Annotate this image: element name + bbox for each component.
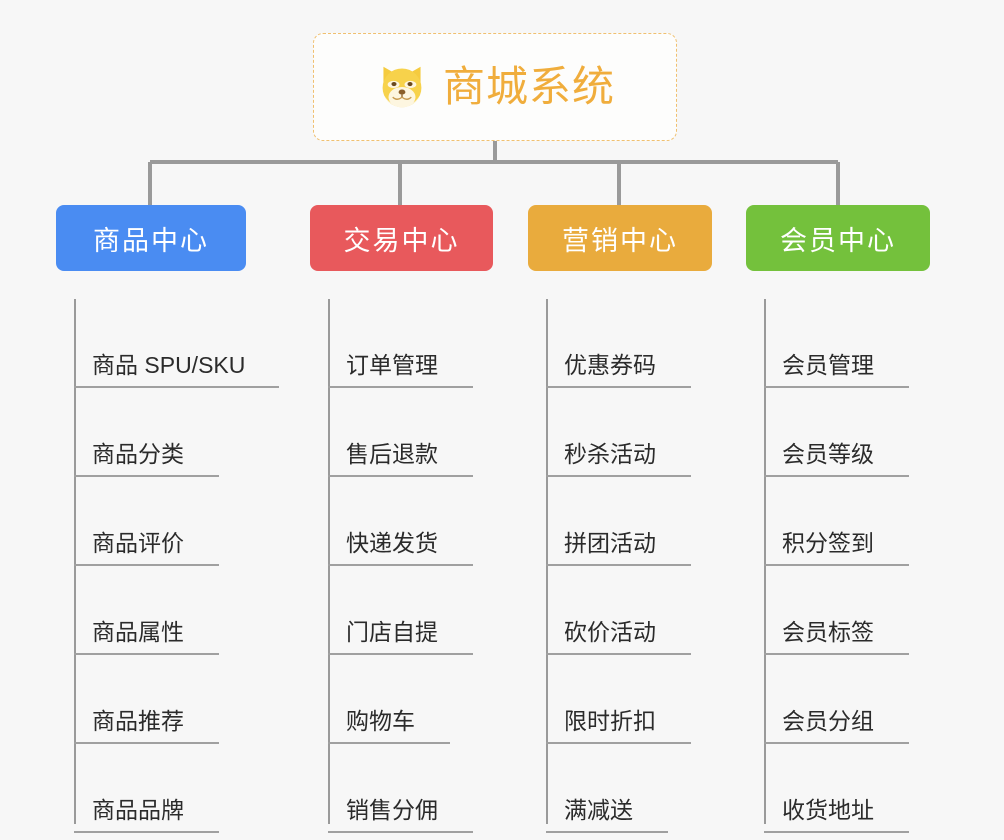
leaf-underline: [546, 564, 691, 566]
list-item[interactable]: 商品属性: [56, 566, 246, 655]
leaf-label: 收货地址: [782, 796, 874, 823]
list-item[interactable]: 商品分类: [56, 388, 246, 477]
leaf-underline: [546, 386, 691, 388]
branch-column-marketing-center: 营销中心 优惠券码 秒杀活动 拼团活动 砍价活动 限时折扣: [528, 205, 712, 833]
leaf-label: 会员标签: [782, 618, 874, 645]
leaf-underline: [764, 386, 909, 388]
leaf-underline: [764, 564, 909, 566]
leaf-underline: [74, 653, 219, 655]
branch-column-member-center: 会员中心 会员管理 会员等级 积分签到 会员标签 会员分组: [746, 205, 930, 833]
list-item[interactable]: 订单管理: [310, 299, 493, 388]
leaf-label: 商品分类: [92, 440, 184, 467]
leaf-underline: [74, 831, 219, 833]
leaf-label: 门店自提: [346, 618, 438, 645]
leaf-label: 商品推荐: [92, 707, 184, 734]
list-item[interactable]: 销售分佣: [310, 744, 493, 833]
leaf-label: 拼团活动: [564, 529, 656, 556]
leaf-underline: [328, 653, 473, 655]
leaf-label: 会员分组: [782, 707, 874, 734]
list-item[interactable]: 商品 SPU/SKU: [56, 299, 279, 388]
list-item[interactable]: 门店自提: [310, 566, 493, 655]
leaf-underline: [74, 564, 219, 566]
branch-column-product-center: 商品中心 商品 SPU/SKU 商品分类 商品评价 商品属性 商品推荐: [56, 205, 279, 833]
leaf-label: 商品品牌: [92, 796, 184, 823]
leaf-label: 售后退款: [346, 440, 438, 467]
list-item[interactable]: 会员管理: [746, 299, 930, 388]
leaf-label: 限时折扣: [564, 707, 656, 734]
list-item[interactable]: 积分签到: [746, 477, 930, 566]
leaf-underline: [764, 475, 909, 477]
leaf-label: 购物车: [346, 707, 415, 734]
leaf-label: 优惠券码: [564, 351, 656, 378]
branch-label: 商品中心: [93, 225, 209, 256]
branch-column-trade-center: 交易中心 订单管理 售后退款 快递发货 门店自提 购物车: [310, 205, 493, 833]
leaf-label: 销售分佣: [346, 796, 438, 823]
leaf-underline: [546, 653, 691, 655]
branch-header-member-center[interactable]: 会员中心: [746, 205, 930, 271]
list-item[interactable]: 满减送: [528, 744, 712, 833]
list-item[interactable]: 优惠券码: [528, 299, 712, 388]
list-item[interactable]: 拼团活动: [528, 477, 712, 566]
root-node[interactable]: 商城系统: [313, 33, 677, 141]
leaf-label: 会员等级: [782, 440, 874, 467]
list-item[interactable]: 会员等级: [746, 388, 930, 477]
dog-face-icon: [375, 60, 429, 114]
list-item[interactable]: 会员分组: [746, 655, 930, 744]
leaf-label: 积分签到: [782, 529, 874, 556]
leaf-underline: [546, 831, 668, 833]
leaf-underline: [74, 475, 219, 477]
list-item[interactable]: 购物车: [310, 655, 493, 744]
leaf-list-trade-center: 订单管理 售后退款 快递发货 门店自提 购物车 销售分佣: [310, 299, 493, 833]
leaf-list-product-center: 商品 SPU/SKU 商品分类 商品评价 商品属性 商品推荐 商品品牌: [56, 299, 279, 833]
branch-label: 交易中心: [343, 225, 460, 256]
list-item[interactable]: 限时折扣: [528, 655, 712, 744]
list-item[interactable]: 商品推荐: [56, 655, 246, 744]
leaf-underline: [328, 742, 450, 744]
branch-header-marketing-center[interactable]: 营销中心: [528, 205, 712, 271]
leaf-label: 商品 SPU/SKU: [92, 351, 246, 378]
leaf-label: 快递发货: [346, 529, 438, 556]
leaf-label: 砍价活动: [564, 618, 656, 645]
root-title: 商城系统: [442, 63, 615, 110]
list-item[interactable]: 收货地址: [746, 744, 930, 833]
leaf-label: 秒杀活动: [564, 440, 656, 467]
leaf-list-marketing-center: 优惠券码 秒杀活动 拼团活动 砍价活动 限时折扣 满减送: [528, 299, 712, 833]
leaf-underline: [328, 564, 473, 566]
leaf-underline: [546, 475, 691, 477]
leaf-label: 会员管理: [782, 351, 874, 378]
leaf-label: 满减送: [564, 796, 633, 823]
list-item[interactable]: 商品评价: [56, 477, 246, 566]
leaf-label: 商品评价: [92, 529, 184, 556]
leaf-underline: [328, 475, 473, 477]
leaf-underline: [764, 831, 909, 833]
leaf-label: 商品属性: [92, 618, 184, 645]
leaf-underline: [74, 742, 219, 744]
list-item[interactable]: 商品品牌: [56, 744, 246, 833]
branch-header-product-center[interactable]: 商品中心: [56, 205, 246, 271]
branch-label: 会员中心: [780, 225, 896, 256]
list-item[interactable]: 秒杀活动: [528, 388, 712, 477]
leaf-label: 订单管理: [346, 351, 438, 378]
leaf-underline: [74, 386, 279, 388]
leaf-underline: [764, 653, 909, 655]
list-item[interactable]: 砍价活动: [528, 566, 712, 655]
leaf-underline: [764, 742, 909, 744]
branch-label: 营销中心: [562, 225, 678, 256]
leaf-underline: [546, 742, 691, 744]
branch-header-trade-center[interactable]: 交易中心: [310, 205, 493, 271]
leaf-underline: [328, 386, 473, 388]
leaf-underline: [328, 831, 473, 833]
list-item[interactable]: 会员标签: [746, 566, 930, 655]
leaf-list-member-center: 会员管理 会员等级 积分签到 会员标签 会员分组 收货地址: [746, 299, 930, 833]
list-item[interactable]: 售后退款: [310, 388, 493, 477]
list-item[interactable]: 快递发货: [310, 477, 493, 566]
